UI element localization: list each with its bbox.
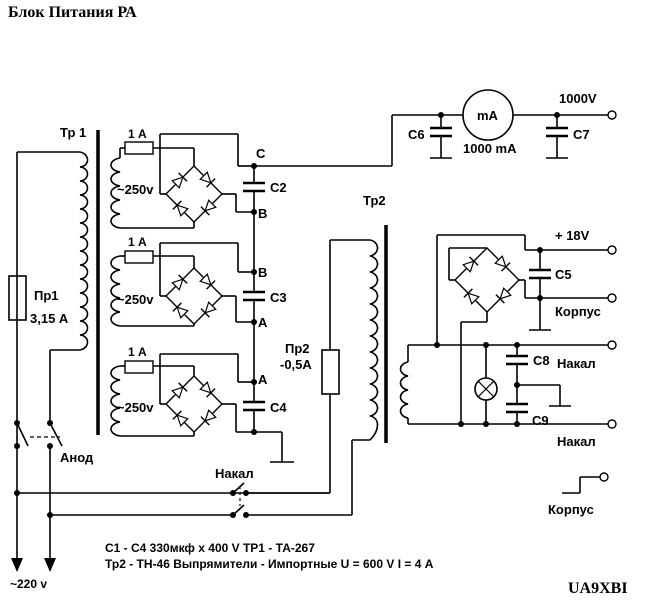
fuse-1a-label-1: 1 А: [128, 127, 147, 141]
mains-terminals: ~220 v: [10, 558, 56, 591]
fuse-1a-1: [124, 141, 154, 155]
note-line-1: С1 - С4 330мкф х 400 V ТР1 - ТА-267: [105, 541, 315, 555]
rectifier-bridge-3: 1 А ~250v: [117, 345, 239, 437]
node-b-label-2: В: [258, 265, 267, 280]
output-18v-label: + 18V: [555, 228, 590, 243]
fuse-1a-label-3: 1 А: [128, 345, 147, 359]
mains-label: ~220 v: [10, 577, 47, 591]
node-a-label-1: А: [258, 315, 268, 330]
rectifier-bridge-1: 1 А ~250v: [117, 127, 239, 229]
note-line-2: Тр2 - ТН-46 Выпрямители - Импортные U = …: [105, 557, 434, 571]
meter-label: mA: [477, 108, 499, 123]
c5-label: С5: [555, 267, 572, 282]
schematic-title: Блок Питания РА: [8, 4, 137, 21]
secondary-voltage-2: ~250v: [117, 292, 154, 307]
korpus-label-2: Корпус: [548, 502, 594, 517]
meter-range-label: 1000 mA: [463, 141, 517, 156]
fuse-pr2-rating: -0,5А: [280, 357, 312, 372]
rectifier-bridge-2: 1 А ~250v: [117, 235, 239, 327]
author-signature: UA9XBI: [568, 580, 628, 597]
node-a-label-2: А: [258, 372, 268, 387]
korpus-label-1: Корпус: [555, 304, 601, 319]
output-18v-terminal: [607, 245, 617, 255]
secondary-voltage-1: ~250v: [117, 182, 154, 197]
chassis-terminal: Корпус: [548, 472, 609, 517]
fuse-1a-label-2: 1 А: [128, 235, 147, 249]
fuse-pr1-label: Пр1: [34, 288, 59, 303]
secondary-voltage-3: ~250v: [117, 400, 154, 415]
c7-label: С7: [573, 127, 590, 142]
transformer-tr2: Тр2 Пр2 -0,5А: [280, 193, 409, 515]
nakal-terminal-1: [607, 340, 617, 350]
korpus-terminal-1: [607, 293, 617, 303]
hv-output-label: 1000V: [559, 91, 597, 106]
nakal-terminal-2: [607, 419, 617, 429]
korpus-terminal-2: [599, 472, 609, 482]
c4-label: С4: [270, 400, 287, 415]
anode-switch-label: Анод: [60, 450, 94, 465]
fuse-pr2: [321, 349, 340, 395]
node-b-label-1: В: [258, 206, 267, 221]
capacitor-stack: С2 С В С3 В А С4 А: [235, 146, 294, 463]
hv-output-terminal: [607, 110, 617, 120]
transformer-tr1: Тр 1: [60, 125, 121, 437]
c3-label: С3: [270, 290, 287, 305]
anode-switch: Анод: [14, 420, 94, 465]
tr2-label: Тр2: [363, 193, 386, 208]
nakal-label-1: Накал: [557, 356, 596, 371]
fuse-pr2-label: Пр2: [285, 341, 310, 356]
node-c-label: С: [256, 146, 266, 161]
c9-label: С9: [532, 413, 549, 428]
c2-label: С2: [270, 180, 287, 195]
nakal-label-2: Накал: [557, 434, 596, 449]
tr1-label: Тр 1: [60, 125, 86, 140]
fuse-1a-3: [124, 360, 154, 374]
low-voltage-section: С5 + 18V Корпус С8 С9 Накал Накал: [408, 228, 617, 449]
c8-label: С8: [533, 353, 550, 368]
fuse-1a-2: [124, 250, 154, 264]
nakal-switch: Накал: [215, 466, 352, 518]
c6-label: С6: [408, 127, 425, 142]
hv-output: С6 mA 1000 mA С7 1000V: [254, 89, 617, 167]
nakal-switch-label: Накал: [215, 466, 254, 481]
fuse-pr1-rating: 3,15 А: [30, 311, 69, 326]
mains-section: Пр1 3,15 А Анод ~220 v: [8, 151, 330, 591]
